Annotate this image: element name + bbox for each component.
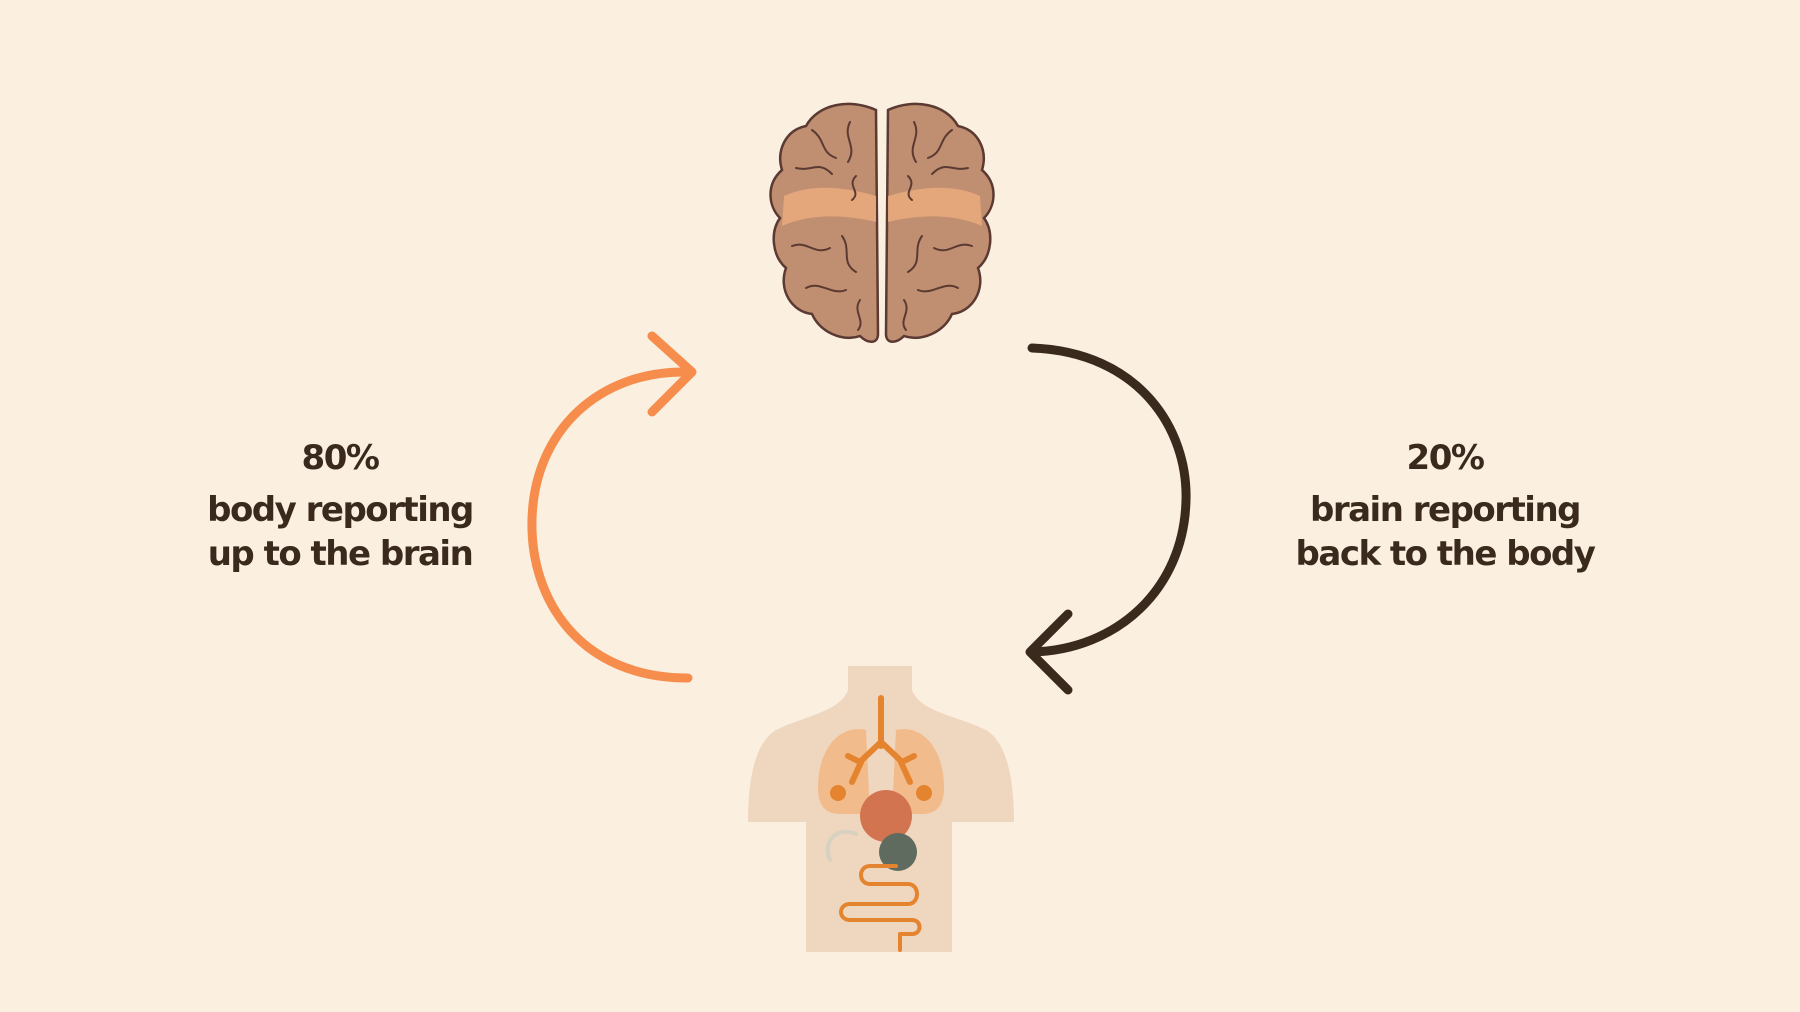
brain-to-body-line2: back to the body xyxy=(1295,534,1596,574)
upward-arrow-head xyxy=(647,331,697,417)
brain-folds xyxy=(791,121,973,331)
brain-to-body-label: 20% brain reporting back to the body xyxy=(1270,436,1620,576)
brain-left-hemisphere xyxy=(769,102,880,343)
downward-arrow-icon xyxy=(1025,343,1191,695)
brain-to-body-percent: 20% xyxy=(1406,438,1485,478)
body-to-brain-percent: 80% xyxy=(301,438,380,478)
upward-arrow-icon xyxy=(527,331,697,683)
downward-arrow-head xyxy=(1025,609,1073,695)
body-to-brain-line1: body reporting xyxy=(207,490,474,530)
stomach-shape xyxy=(879,833,917,871)
brain-right-hemisphere xyxy=(884,102,995,343)
heart-shape xyxy=(860,790,912,842)
body-to-brain-line2: up to the brain xyxy=(207,534,474,574)
upward-arrow-arc xyxy=(527,367,693,683)
brain-band-right xyxy=(888,187,982,226)
torso-organs-icon xyxy=(748,666,1014,952)
airways xyxy=(845,695,917,785)
liver-outline xyxy=(825,830,858,862)
brain-icon xyxy=(769,102,995,343)
brain-band-left xyxy=(782,187,876,226)
brain-to-body-line1: brain reporting xyxy=(1310,490,1582,530)
body-to-brain-label: 80% body reporting up to the brain xyxy=(170,436,510,576)
intestines xyxy=(839,864,922,952)
right-lung-node xyxy=(916,785,932,801)
downward-arrow-arc xyxy=(1027,343,1191,657)
left-lung-node xyxy=(830,785,846,801)
